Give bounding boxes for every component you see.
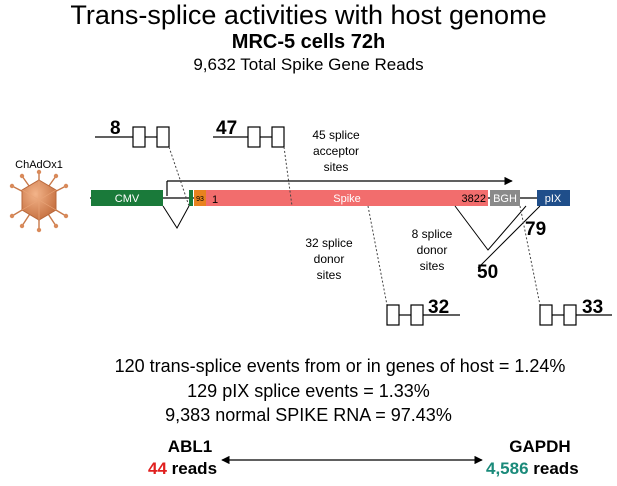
page-title: Trans-splice activities with host genome bbox=[70, 0, 547, 30]
bgh-splice-v bbox=[454, 205, 527, 251]
acceptor-note-line3: sites bbox=[324, 160, 349, 174]
gapdh-gene-label: GAPDH bbox=[509, 437, 571, 456]
spike-box bbox=[206, 190, 488, 206]
pix-label: pIX bbox=[545, 193, 562, 205]
bgh-box bbox=[490, 190, 520, 206]
abl1-read-count: 44 bbox=[148, 459, 167, 478]
donor32-note-line3: sites bbox=[317, 268, 342, 282]
count-32: 32 bbox=[428, 297, 449, 318]
cmv-label: CMV bbox=[115, 193, 140, 205]
connector-47 bbox=[283, 146, 293, 207]
count-33: 33 bbox=[582, 297, 603, 318]
cell-condition-subtitle: MRC-5 cells 72h bbox=[231, 31, 386, 53]
connector-32 bbox=[367, 205, 388, 306]
donor8-note-line1: 8 splice bbox=[412, 227, 453, 241]
host-gene-glyph-8 bbox=[95, 126, 170, 148]
gapdh-reads: 4,586 reads bbox=[486, 459, 596, 479]
abl1-read-unit: reads bbox=[171, 459, 218, 478]
virus-label: ChAdOx1 bbox=[15, 159, 63, 171]
spike-start-label: 1 bbox=[212, 194, 218, 206]
stat-trans-splice: 120 trans-splice events from or in genes… bbox=[114, 356, 566, 376]
pix-splice-line bbox=[477, 205, 541, 269]
count-50: 50 bbox=[477, 262, 498, 283]
gapdh-read-count: 4,586 bbox=[486, 459, 529, 478]
spike-end-label: 3822 bbox=[462, 193, 486, 205]
host-gene-glyph-47 bbox=[213, 126, 285, 148]
total-reads-subtitle: 9,632 Total Spike Gene Reads bbox=[193, 55, 424, 74]
acceptor-note-line2: acceptor bbox=[313, 144, 359, 158]
host-gene-glyph-33 bbox=[539, 304, 612, 326]
host-gene-glyph-32 bbox=[386, 304, 460, 326]
cmv-tail-box bbox=[189, 190, 193, 206]
bgh-label: BGH bbox=[493, 193, 517, 205]
abl1-gene-label: ABL1 bbox=[167, 437, 213, 456]
adenovirus-icon bbox=[9, 169, 69, 233]
pix-box bbox=[537, 190, 570, 206]
spike-label: Spike bbox=[333, 193, 361, 205]
donor8-note-line2: donor bbox=[417, 243, 448, 257]
donor32-note-line1: 32 splice bbox=[305, 236, 353, 250]
stat-normal-spike: 9,383 normal SPIKE RNA = 97.43% bbox=[165, 405, 452, 425]
gapdh-read-unit: reads bbox=[533, 459, 579, 478]
abl1-reads: 44 reads bbox=[148, 459, 238, 479]
cmv-box bbox=[91, 190, 163, 206]
count-47: 47 bbox=[216, 118, 237, 139]
donor8-note-line3: sites bbox=[420, 259, 445, 273]
connector-8 bbox=[168, 146, 190, 207]
acceptor-note-line1: 45 splice bbox=[312, 128, 360, 142]
stat-pix-splice: 129 pIX splice events = 1.33% bbox=[187, 381, 430, 401]
cmv-intron-splice bbox=[162, 205, 190, 229]
exon-93-box bbox=[194, 190, 206, 206]
count-8: 8 bbox=[110, 118, 121, 139]
donor32-note-line2: donor bbox=[314, 252, 345, 266]
exon-93-label: 93 bbox=[196, 196, 204, 203]
connector-33 bbox=[519, 205, 541, 306]
count-79: 79 bbox=[525, 219, 546, 240]
